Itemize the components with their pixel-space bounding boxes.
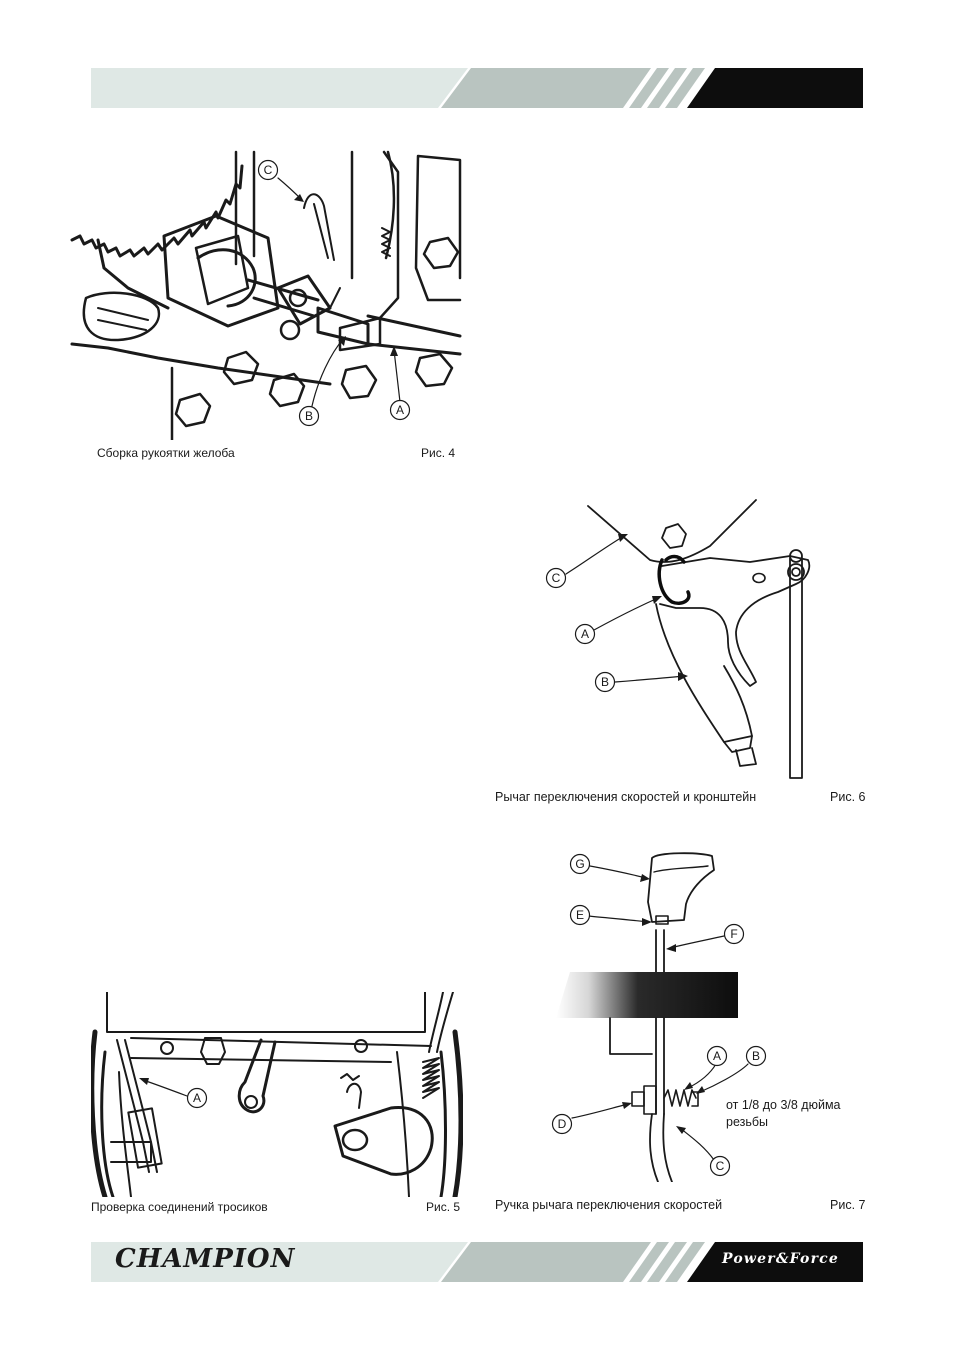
- fig7-callout-a: A: [708, 1047, 727, 1066]
- svg-text:C: C: [552, 571, 561, 585]
- svg-text:E: E: [576, 908, 584, 922]
- svg-text:A: A: [713, 1049, 721, 1063]
- svg-text:C: C: [716, 1159, 725, 1173]
- header-band: [91, 68, 863, 108]
- power-force-tagline: Power&Force: [722, 1251, 839, 1267]
- fig7-callout-c: C: [711, 1157, 730, 1176]
- figure-7-gear-lever-knob: G E F A B D C: [548, 842, 798, 1182]
- fig6-callout-a: A: [576, 625, 595, 644]
- fig7-number: Рис. 7: [830, 1198, 865, 1212]
- figure-6-gear-lever-bracket: C A B: [540, 496, 830, 786]
- svg-text:B: B: [601, 675, 609, 689]
- fig7-thread-note: от 1/8 до 3/8 дюйма резьбы: [726, 1097, 841, 1131]
- fig7-callout-f: F: [725, 925, 744, 944]
- fig4-callout-c: C: [259, 161, 278, 180]
- fig6-number: Рис. 6: [830, 790, 865, 804]
- svg-text:A: A: [193, 1091, 201, 1105]
- figure-4-chute-handle-assembly: C B A: [68, 148, 463, 440]
- svg-text:B: B: [752, 1049, 760, 1063]
- fig7-thread-note-line1: от 1/8 до 3/8 дюйма: [726, 1097, 841, 1114]
- champion-logo: CHAMPION: [115, 1244, 295, 1274]
- fig6-caption: Рычаг переключения скоростей и кронштейн: [495, 790, 756, 804]
- fig5-caption: Проверка соединений тросиков: [91, 1200, 268, 1214]
- fig4-callout-a: A: [391, 401, 410, 420]
- svg-text:A: A: [581, 627, 589, 641]
- fig6-callout-c: C: [547, 569, 566, 588]
- fig7-caption: Ручка рычага переключения скоростей: [495, 1198, 722, 1212]
- svg-text:F: F: [730, 927, 737, 941]
- svg-text:D: D: [558, 1117, 567, 1131]
- fig7-callout-e: E: [571, 906, 590, 925]
- fig4-callout-b: B: [300, 407, 319, 426]
- fig7-thread-note-line2: резьбы: [726, 1114, 841, 1131]
- fig6-callout-b: B: [596, 673, 615, 692]
- fig5-number: Рис. 5: [426, 1200, 460, 1214]
- fig7-callout-b: B: [747, 1047, 766, 1066]
- figure-5-cable-connections: A: [91, 992, 463, 1197]
- fig7-callout-g: G: [571, 855, 590, 874]
- fig4-caption: Сборка рукоятки желоба: [97, 446, 235, 460]
- fig5-callout-a: A: [188, 1089, 207, 1108]
- svg-text:C: C: [264, 163, 273, 177]
- fig7-callout-d: D: [553, 1115, 572, 1134]
- svg-text:A: A: [396, 403, 404, 417]
- svg-text:G: G: [575, 857, 584, 871]
- svg-text:B: B: [305, 409, 313, 423]
- fig4-number: Рис. 4: [421, 446, 455, 460]
